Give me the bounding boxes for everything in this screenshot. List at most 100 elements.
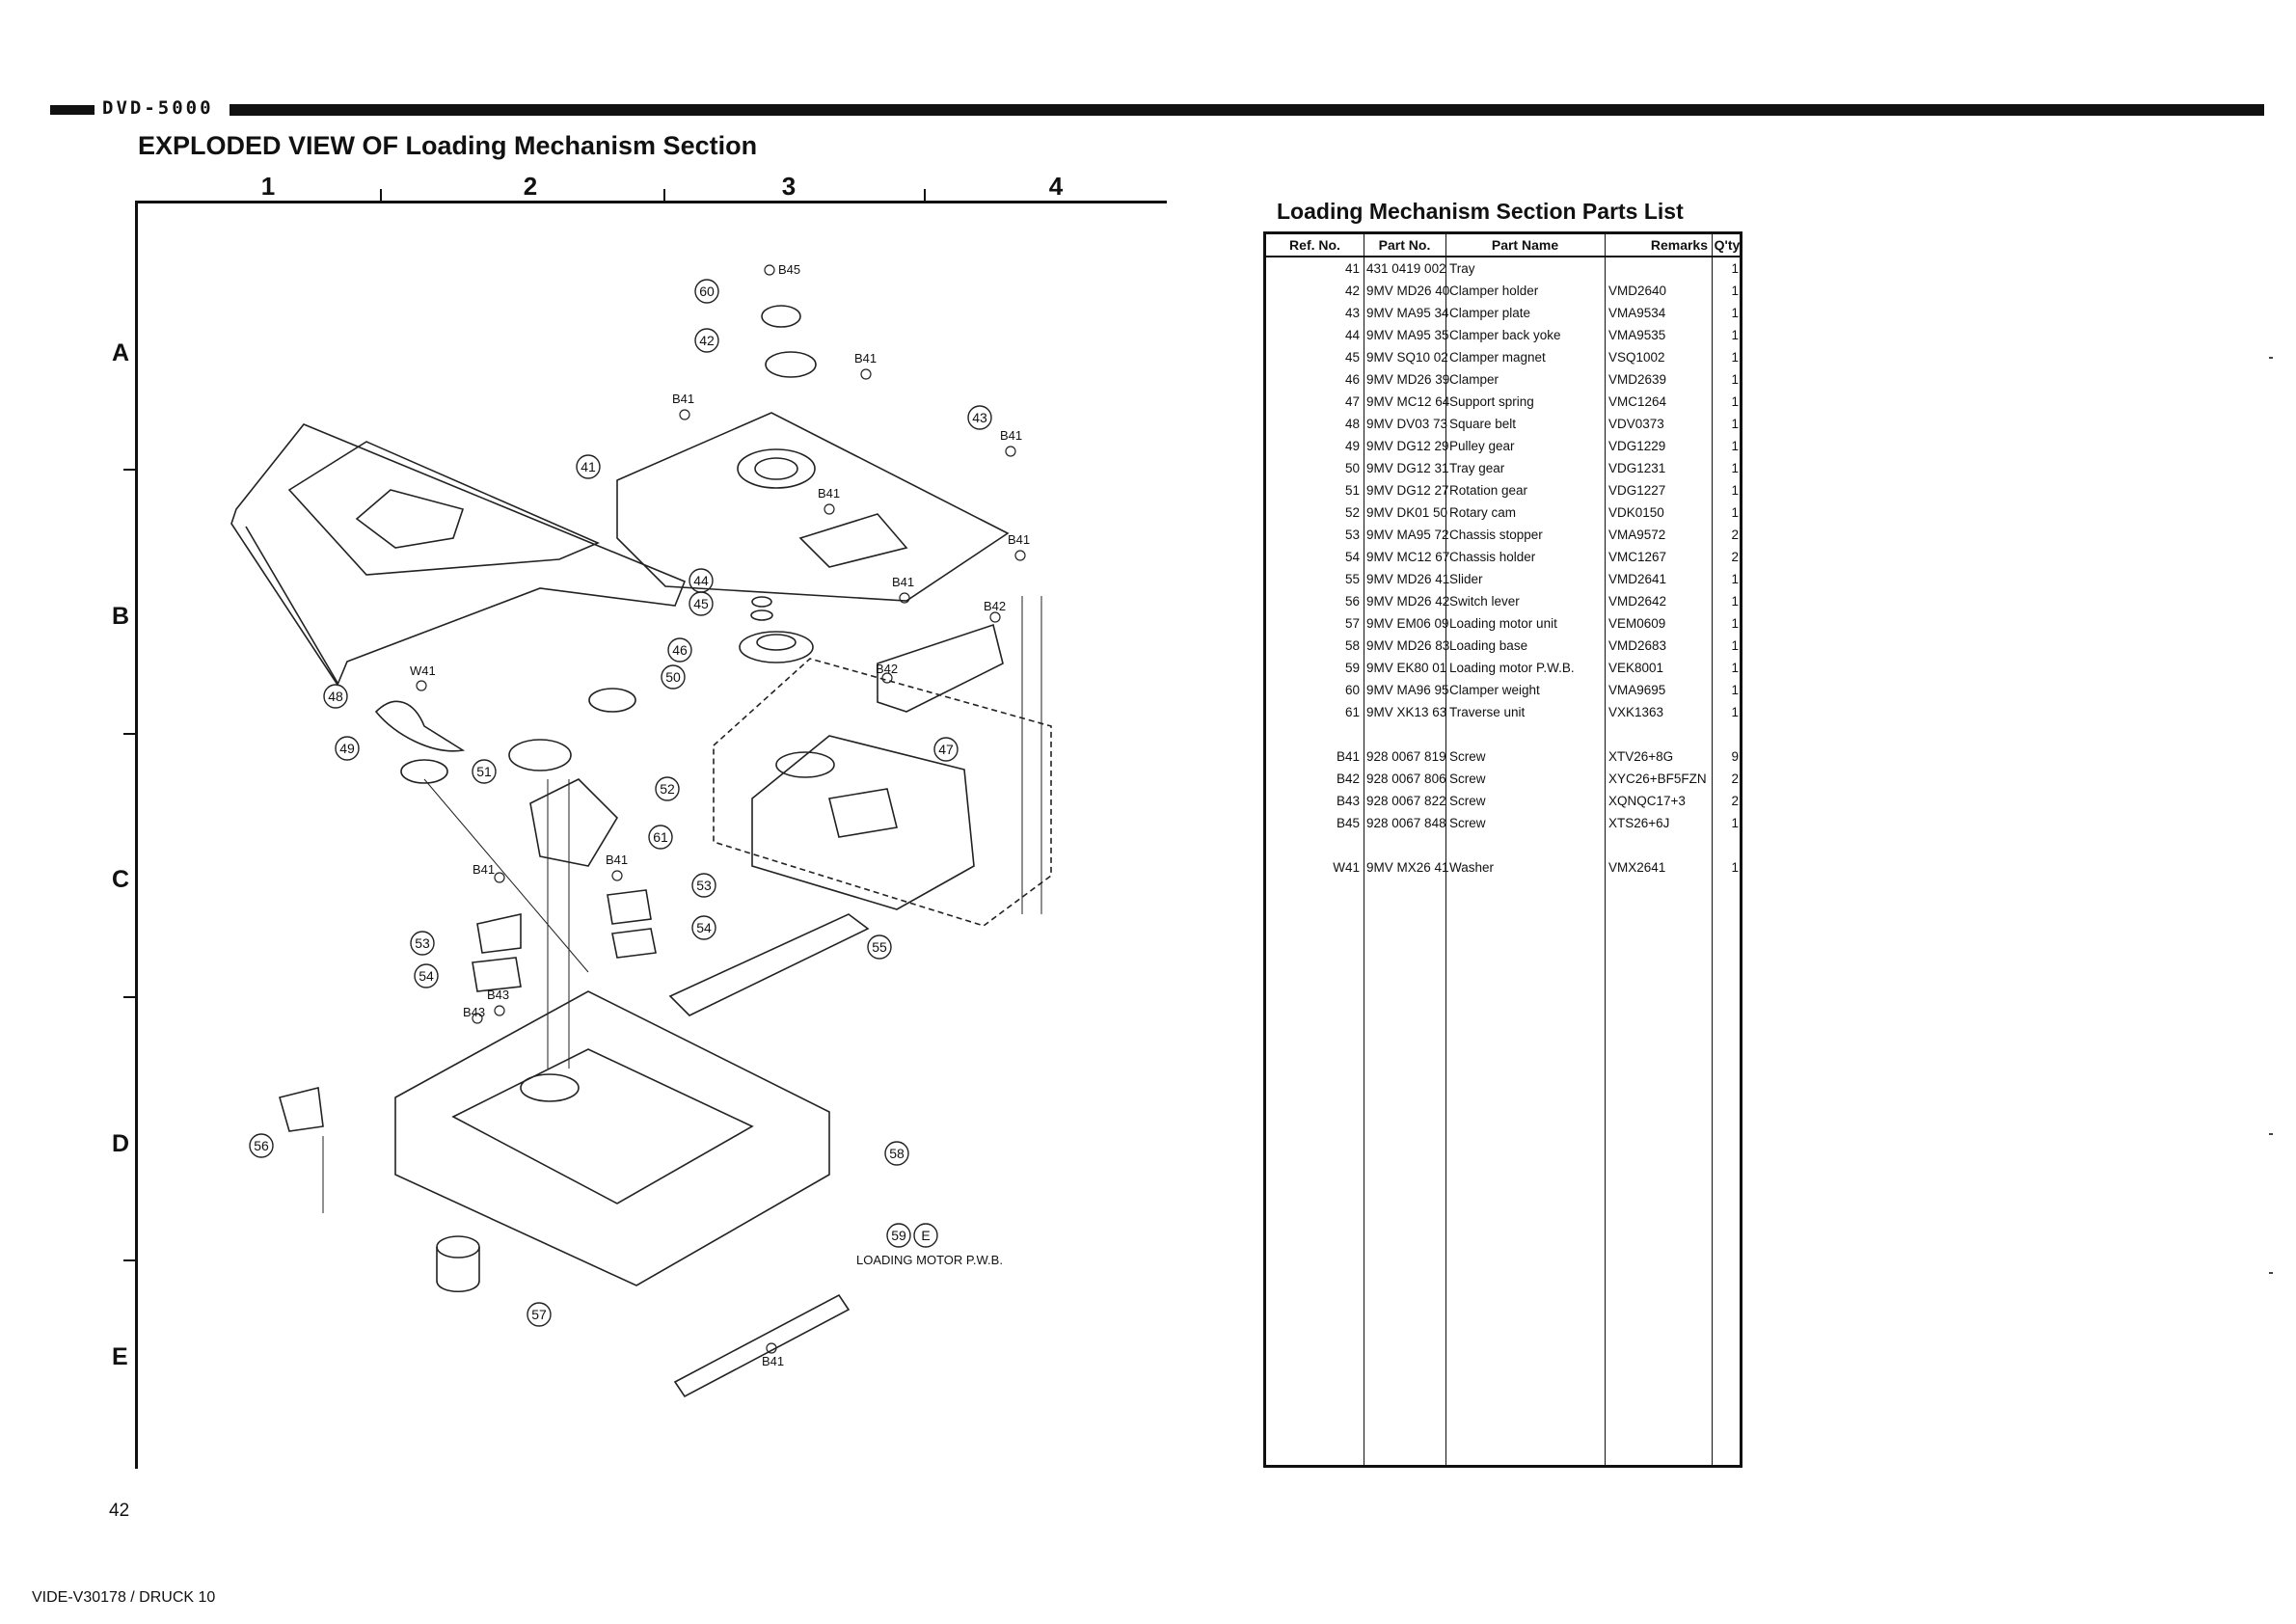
column-label-4: 4 (1048, 172, 1064, 201)
page-number: 42 (109, 1501, 130, 1521)
callout-number: 48 (328, 689, 343, 704)
cell-part-name: Loading motor unit (1449, 616, 1557, 631)
cell-remarks: VDG1227 (1608, 483, 1666, 498)
cell-part-name: Clamper holder (1449, 284, 1539, 298)
cell-remarks: VDV0373 (1608, 417, 1664, 431)
cell-part-no: 9MV DG12 29 (1366, 439, 1449, 453)
cell-qty: 1 (1731, 372, 1739, 387)
cell-qty: 9 (1731, 749, 1739, 764)
cell-part-no: 9MV MA96 95 (1366, 683, 1449, 697)
row-divider (123, 996, 135, 998)
cell-part-name: Clamper back yoke (1449, 328, 1561, 342)
cell-ref-no: 47 (1344, 394, 1360, 409)
margin-mark (2269, 1272, 2273, 1274)
cell-remarks: VMA9572 (1608, 528, 1666, 542)
model-name: DVD-5000 (102, 97, 214, 119)
cell-part-name: Rotary cam (1449, 505, 1517, 520)
margin-mark (2269, 1133, 2273, 1135)
cell-qty: 1 (1731, 683, 1739, 697)
row-label-d: D (112, 1130, 130, 1157)
cell-part-no: 9MV DG12 31 (1366, 461, 1449, 475)
cell-ref-no: 46 (1344, 372, 1360, 387)
header-bar-left (50, 105, 95, 115)
cell-part-no: 9MV MC12 64 (1366, 394, 1450, 409)
column-rule (1445, 234, 1446, 1465)
cell-part-name: Square belt (1449, 417, 1517, 431)
cell-remarks: VMA9535 (1608, 328, 1666, 342)
cell-remarks: VMX2641 (1608, 860, 1666, 875)
document-code: VIDE-V30178 / DRUCK 10 (32, 1589, 216, 1606)
callout-circles (249, 279, 992, 1327)
cell-ref-no: 43 (1344, 306, 1360, 320)
cell-qty: 1 (1731, 616, 1739, 631)
cell-ref-no: 58 (1344, 638, 1360, 653)
cell-part-name: Traverse unit (1449, 705, 1526, 719)
cell-part-no: 9MV MX26 41 (1366, 860, 1449, 875)
screw-icons (416, 264, 1026, 1354)
cell-ref-no: 57 (1344, 616, 1360, 631)
header-bar: DVD-5000 (50, 97, 2264, 119)
support-spring-drawing (877, 623, 1004, 713)
cell-part-no: 9MV MD26 40 (1366, 284, 1450, 298)
screw-label: B41 (818, 486, 840, 501)
screw-label: B42 (984, 599, 1006, 613)
screw-label: B41 (892, 575, 914, 589)
cell-remarks: VMD2641 (1608, 572, 1667, 586)
cell-part-no: 9MV DV03 73 (1366, 417, 1448, 431)
cell-part-no: 9MV EK80 01 (1366, 661, 1447, 675)
row-divider (123, 469, 135, 471)
screw-label: B41 (762, 1354, 784, 1368)
row-label-e: E (112, 1343, 128, 1370)
callout-number: 54 (419, 968, 434, 984)
cell-part-no: 928 0067 822 (1366, 794, 1446, 808)
cell-part-no: 9MV MD26 83 (1366, 638, 1450, 653)
callout-number: 52 (660, 781, 675, 797)
cell-part-no: 9MV MD26 41 (1366, 572, 1450, 586)
cell-part-name: Clamper plate (1449, 306, 1531, 320)
cell-qty: 1 (1731, 261, 1739, 276)
cell-qty: 1 (1731, 860, 1739, 875)
callout-number: 53 (415, 935, 430, 951)
callout-number: 43 (972, 410, 987, 425)
column-label-1: 1 (260, 172, 276, 201)
table-header-row: Ref. No. Part No. Part Name Remarks Q'ty (1266, 234, 1740, 257)
cell-part-no: 9MV MC12 67 (1366, 550, 1450, 564)
cell-part-no: 9MV MA95 34 (1366, 306, 1449, 320)
cell-part-no: 9MV MD26 42 (1366, 594, 1450, 609)
cell-part-name: Clamper (1449, 372, 1499, 387)
chassis-stopper-drawing (472, 889, 657, 992)
cell-qty: 2 (1731, 550, 1739, 564)
diagram-frame (135, 201, 1167, 1469)
cell-qty: 1 (1731, 661, 1739, 675)
callout-number: 45 (693, 596, 709, 611)
callout-number: 58 (889, 1146, 905, 1161)
cell-ref-no: 44 (1344, 328, 1360, 342)
tray-drawing (230, 423, 687, 687)
cell-part-no: 9MV XK13 63 (1366, 705, 1447, 719)
page-title: EXPLODED VIEW OF Loading Mechanism Secti… (138, 131, 758, 160)
switch-lever-drawing (279, 1087, 324, 1132)
cell-part-no: 9MV DG12 27 (1366, 483, 1449, 498)
cell-qty: 2 (1731, 528, 1739, 542)
callout-number: 59 (891, 1228, 906, 1243)
cell-remarks: VMD2642 (1608, 594, 1667, 609)
cell-remarks: XTV26+8G (1608, 749, 1674, 764)
cell-part-no: 9MV MD26 39 (1366, 372, 1450, 387)
cell-part-name: Pulley gear (1449, 439, 1515, 453)
callout-number: 49 (339, 741, 355, 756)
callout-number: 41 (581, 459, 596, 474)
header-part-name: Part Name (1491, 237, 1559, 253)
parts-list-table: Ref. No. Part No. Part Name Remarks Q'ty… (1263, 231, 1742, 1468)
cell-ref-no: 52 (1344, 505, 1360, 520)
header-ref-no: Ref. No. (1289, 237, 1340, 253)
board-mark: E (921, 1228, 930, 1243)
